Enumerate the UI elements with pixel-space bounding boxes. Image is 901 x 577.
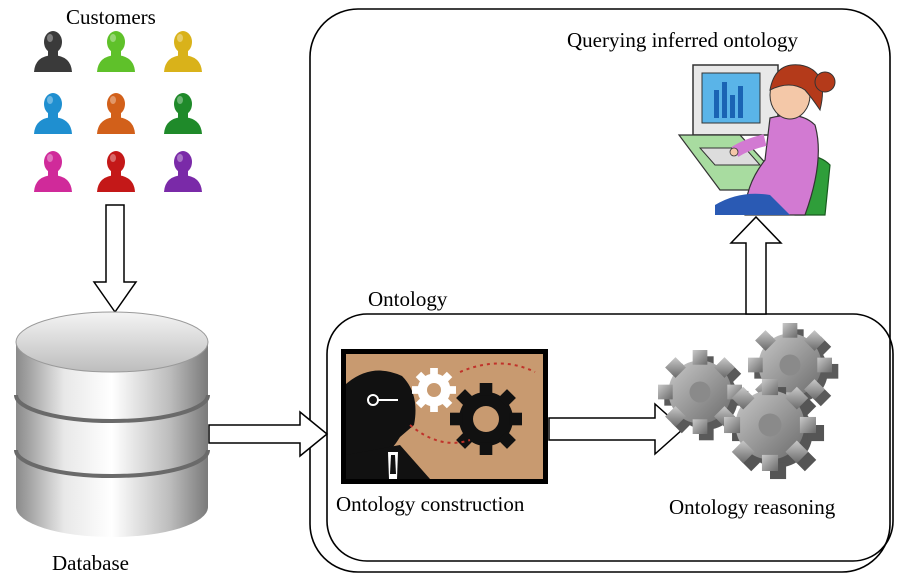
person-icon	[34, 93, 72, 134]
customers-group	[34, 31, 202, 192]
querying-label: Querying inferred ontology	[567, 28, 798, 52]
customers-label: Customers	[66, 5, 156, 29]
person-icon	[164, 93, 202, 134]
arrow-customers-to-database	[92, 204, 138, 314]
gears-icon	[658, 323, 839, 480]
ontology-construction-gear-icon	[341, 349, 548, 484]
system-boundary-box	[309, 8, 891, 573]
ontology-box	[326, 313, 894, 562]
database-label: Database	[52, 551, 129, 575]
person-icon	[164, 31, 202, 72]
arrow-reasoning-to-querying	[729, 215, 783, 315]
person-icon	[97, 31, 135, 72]
person-at-computer-icon	[677, 64, 836, 216]
person-icon	[97, 151, 135, 192]
ontology-label: Ontology	[368, 287, 448, 311]
construction-label: Ontology construction	[336, 492, 525, 516]
person-icon	[164, 151, 202, 192]
arrow-database-to-ontology	[208, 410, 329, 458]
person-icon	[97, 93, 135, 134]
reasoning-label: Ontology reasoning	[669, 495, 836, 519]
arrow-construction-to-reasoning	[548, 402, 685, 456]
database-cylinder-icon	[14, 311, 210, 537]
person-icon	[34, 31, 72, 72]
person-icon	[34, 151, 72, 192]
